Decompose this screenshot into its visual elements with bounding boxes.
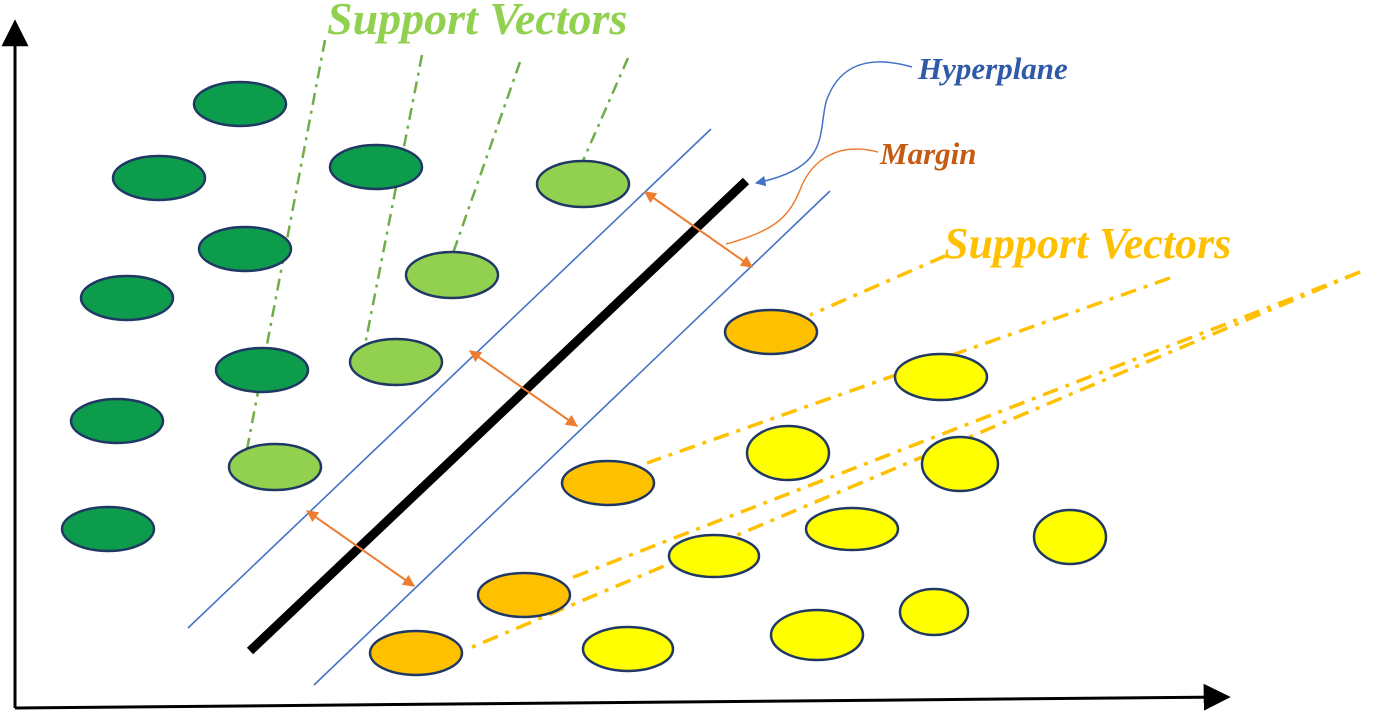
class-a-point — [328, 143, 424, 191]
orange-pointer-4 — [469, 270, 1361, 650]
green-pointer-2 — [363, 54, 424, 346]
class-a-support-point — [404, 250, 500, 300]
class-b-support-points — [368, 308, 819, 677]
class-a-support-points — [227, 159, 631, 492]
margin-arrow-middle — [469, 350, 578, 427]
green-support-pointers — [243, 39, 630, 461]
class-a-point — [192, 80, 288, 128]
orange-pointer-3 — [565, 270, 1361, 582]
orange-pointer-1 — [809, 254, 946, 317]
class-a-point — [214, 346, 310, 394]
class-a-support-point — [348, 337, 444, 387]
class-a-point — [60, 505, 156, 553]
hyperplane-label: Hyperplane — [917, 51, 1068, 86]
class-b-point — [898, 587, 970, 637]
class-b-support-point — [476, 571, 572, 619]
class-b-point — [920, 435, 1000, 493]
class-b-support-point — [368, 629, 464, 677]
class-a-point — [197, 225, 293, 273]
margin-callout — [725, 148, 879, 245]
class-b-point — [1032, 508, 1108, 566]
class-b-point — [804, 506, 900, 552]
class-a-point — [69, 397, 165, 445]
margin-lines — [187, 128, 831, 686]
class-b-point — [769, 608, 865, 662]
class-a-support-point — [535, 159, 631, 209]
margin-label: Margin — [879, 136, 976, 171]
margin-arrow-bottom — [306, 510, 415, 587]
class-a-points — [60, 80, 424, 553]
class-b-support-point — [560, 459, 656, 507]
class-b-point — [893, 352, 989, 402]
margin-arrows — [306, 191, 753, 587]
class-b-support-point — [723, 308, 819, 356]
axes — [1, 19, 1231, 711]
upper-margin-line — [187, 128, 712, 629]
support-vectors-label-top: Support Vectors — [327, 0, 627, 44]
margin-arrow-top — [644, 191, 753, 268]
class-b-point — [667, 533, 761, 579]
class-a-point — [111, 154, 207, 202]
lower-margin-line — [313, 190, 831, 686]
class-b-point — [581, 625, 675, 673]
class-a-point — [79, 274, 175, 322]
hyperplane-callout — [754, 61, 913, 187]
x-axis — [14, 683, 1231, 711]
class-b-point — [745, 424, 831, 482]
green-pointer-4 — [580, 57, 630, 164]
support-vectors-label-right: Support Vectors — [944, 219, 1231, 268]
green-pointer-3 — [450, 61, 522, 257]
class-b-points — [581, 352, 1108, 673]
class-a-support-point — [227, 442, 323, 492]
